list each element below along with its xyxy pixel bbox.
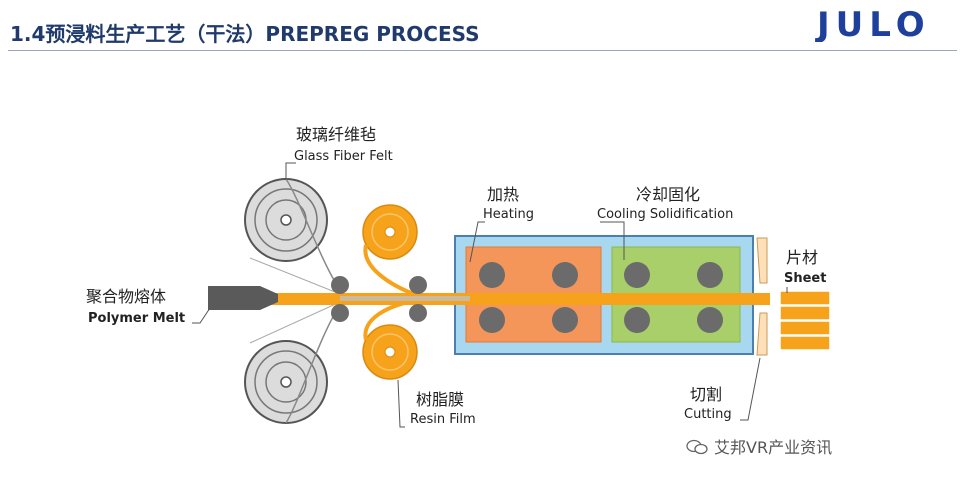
polymer-leader: [192, 307, 211, 324]
sheet-label-en: Sheet: [784, 271, 826, 286]
glass-fiber-label-cn: 玻璃纤维毡: [296, 125, 376, 144]
pinch-roller: [331, 276, 349, 294]
glass-fiber-label-en: Glass Fiber Felt: [294, 149, 393, 164]
heating-roller: [479, 307, 505, 333]
sheet-band-core: [340, 296, 470, 301]
logo-text: JULO: [815, 5, 931, 42]
cutter-blade-bottom: [756, 312, 768, 356]
cooling-roller: [624, 307, 650, 333]
header-divider: [8, 50, 957, 51]
resin-label-en: Resin Film: [410, 412, 476, 427]
resin-roll-top: [362, 204, 418, 260]
polymer-label-en: Polymer Melt: [88, 311, 185, 326]
cutting-label-cn: 切割: [690, 385, 722, 404]
cooling-leader: [600, 221, 625, 260]
heating-leader: [469, 221, 485, 263]
extruder-nozzle: [208, 286, 278, 310]
resin-roll-bottom: [362, 324, 418, 380]
page-title: 1.4预浸料生产工艺（干法）PREPREG PROCESS: [10, 22, 480, 46]
cooling-label-cn: 冷却固化: [636, 185, 700, 204]
glass-fiber-roll-bottom: [244, 340, 328, 424]
cooling-roller: [697, 262, 723, 288]
heating-roller: [552, 307, 578, 333]
sheet-label-cn: 片材: [786, 248, 818, 267]
cutting-leader: [740, 357, 761, 421]
pinch-roller: [331, 304, 349, 322]
sheet-stack: [779, 290, 831, 351]
cutter-blade-top: [756, 237, 768, 284]
heating-label-cn: 加热: [487, 185, 519, 204]
polymer-label-cn: 聚合物熔体: [86, 287, 166, 306]
glass-fiber-roll-top: [244, 178, 328, 262]
watermark: 艾邦VR产业资讯: [686, 434, 832, 458]
heating-label-en: Heating: [483, 207, 534, 222]
pinch-roller: [409, 276, 427, 294]
pinch-roller: [409, 304, 427, 322]
heating-roller: [552, 262, 578, 288]
wechat-icon: [686, 439, 708, 455]
fiber-feed-top: [285, 178, 341, 291]
cooling-roller: [624, 262, 650, 288]
cooling-roller: [697, 307, 723, 333]
resin-leader: [397, 379, 405, 428]
heating-roller: [479, 262, 505, 288]
julo-logo: JULO: [815, 4, 955, 42]
glass-fiber-leader: [285, 162, 296, 180]
watermark-text: 艾邦VR产业资讯: [714, 438, 833, 457]
cutting-label-en: Cutting: [684, 407, 732, 422]
resin-label-cn: 树脂膜: [416, 390, 464, 409]
fiber-feed-top-inner: [249, 257, 341, 295]
cooling-label-en: Cooling Solidification: [597, 207, 733, 222]
fiber-feed-bottom-inner: [249, 301, 341, 344]
